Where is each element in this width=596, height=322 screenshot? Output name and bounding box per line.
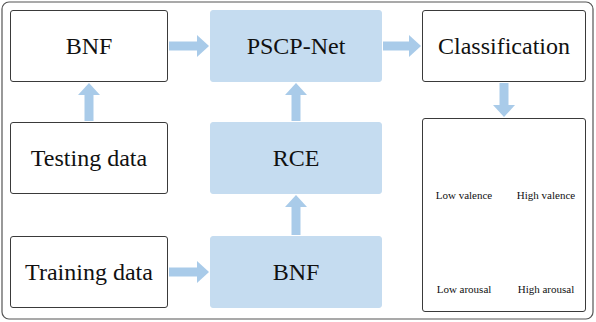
process-box: Training data bbox=[10, 236, 168, 308]
emotion-panel: Low valence High valenceLow arousal High a… bbox=[422, 118, 586, 312]
process-box: Classification bbox=[422, 10, 586, 82]
process-box: RCE bbox=[210, 122, 382, 194]
box-label: Training data bbox=[25, 259, 153, 285]
frame-border bbox=[2, 2, 593, 319]
flow-arrow bbox=[169, 42, 197, 51]
process-box: Testing data bbox=[10, 122, 168, 194]
flow-arrow bbox=[292, 207, 301, 235]
emotion-label: High valence bbox=[517, 189, 575, 202]
box-label: BNF bbox=[66, 33, 113, 59]
box-label: BNF bbox=[273, 259, 320, 285]
emotion-label: Low valence bbox=[436, 189, 493, 202]
flow-arrow bbox=[292, 95, 301, 121]
process-box: PSCP-Net bbox=[210, 10, 382, 82]
flow-arrow bbox=[85, 95, 94, 121]
emotion-label: Low arousal bbox=[437, 283, 492, 296]
process-box: BNF bbox=[10, 10, 168, 82]
emotion-label: High arousal bbox=[518, 283, 575, 296]
flow-arrow bbox=[500, 83, 509, 105]
box-label: Testing data bbox=[31, 145, 147, 171]
process-box: BNF bbox=[210, 236, 382, 308]
flow-arrow bbox=[169, 268, 197, 277]
flow-arrow bbox=[383, 42, 409, 51]
box-label: RCE bbox=[273, 145, 320, 171]
box-label: Classification bbox=[438, 33, 570, 59]
box-label: PSCP-Net bbox=[247, 33, 346, 59]
